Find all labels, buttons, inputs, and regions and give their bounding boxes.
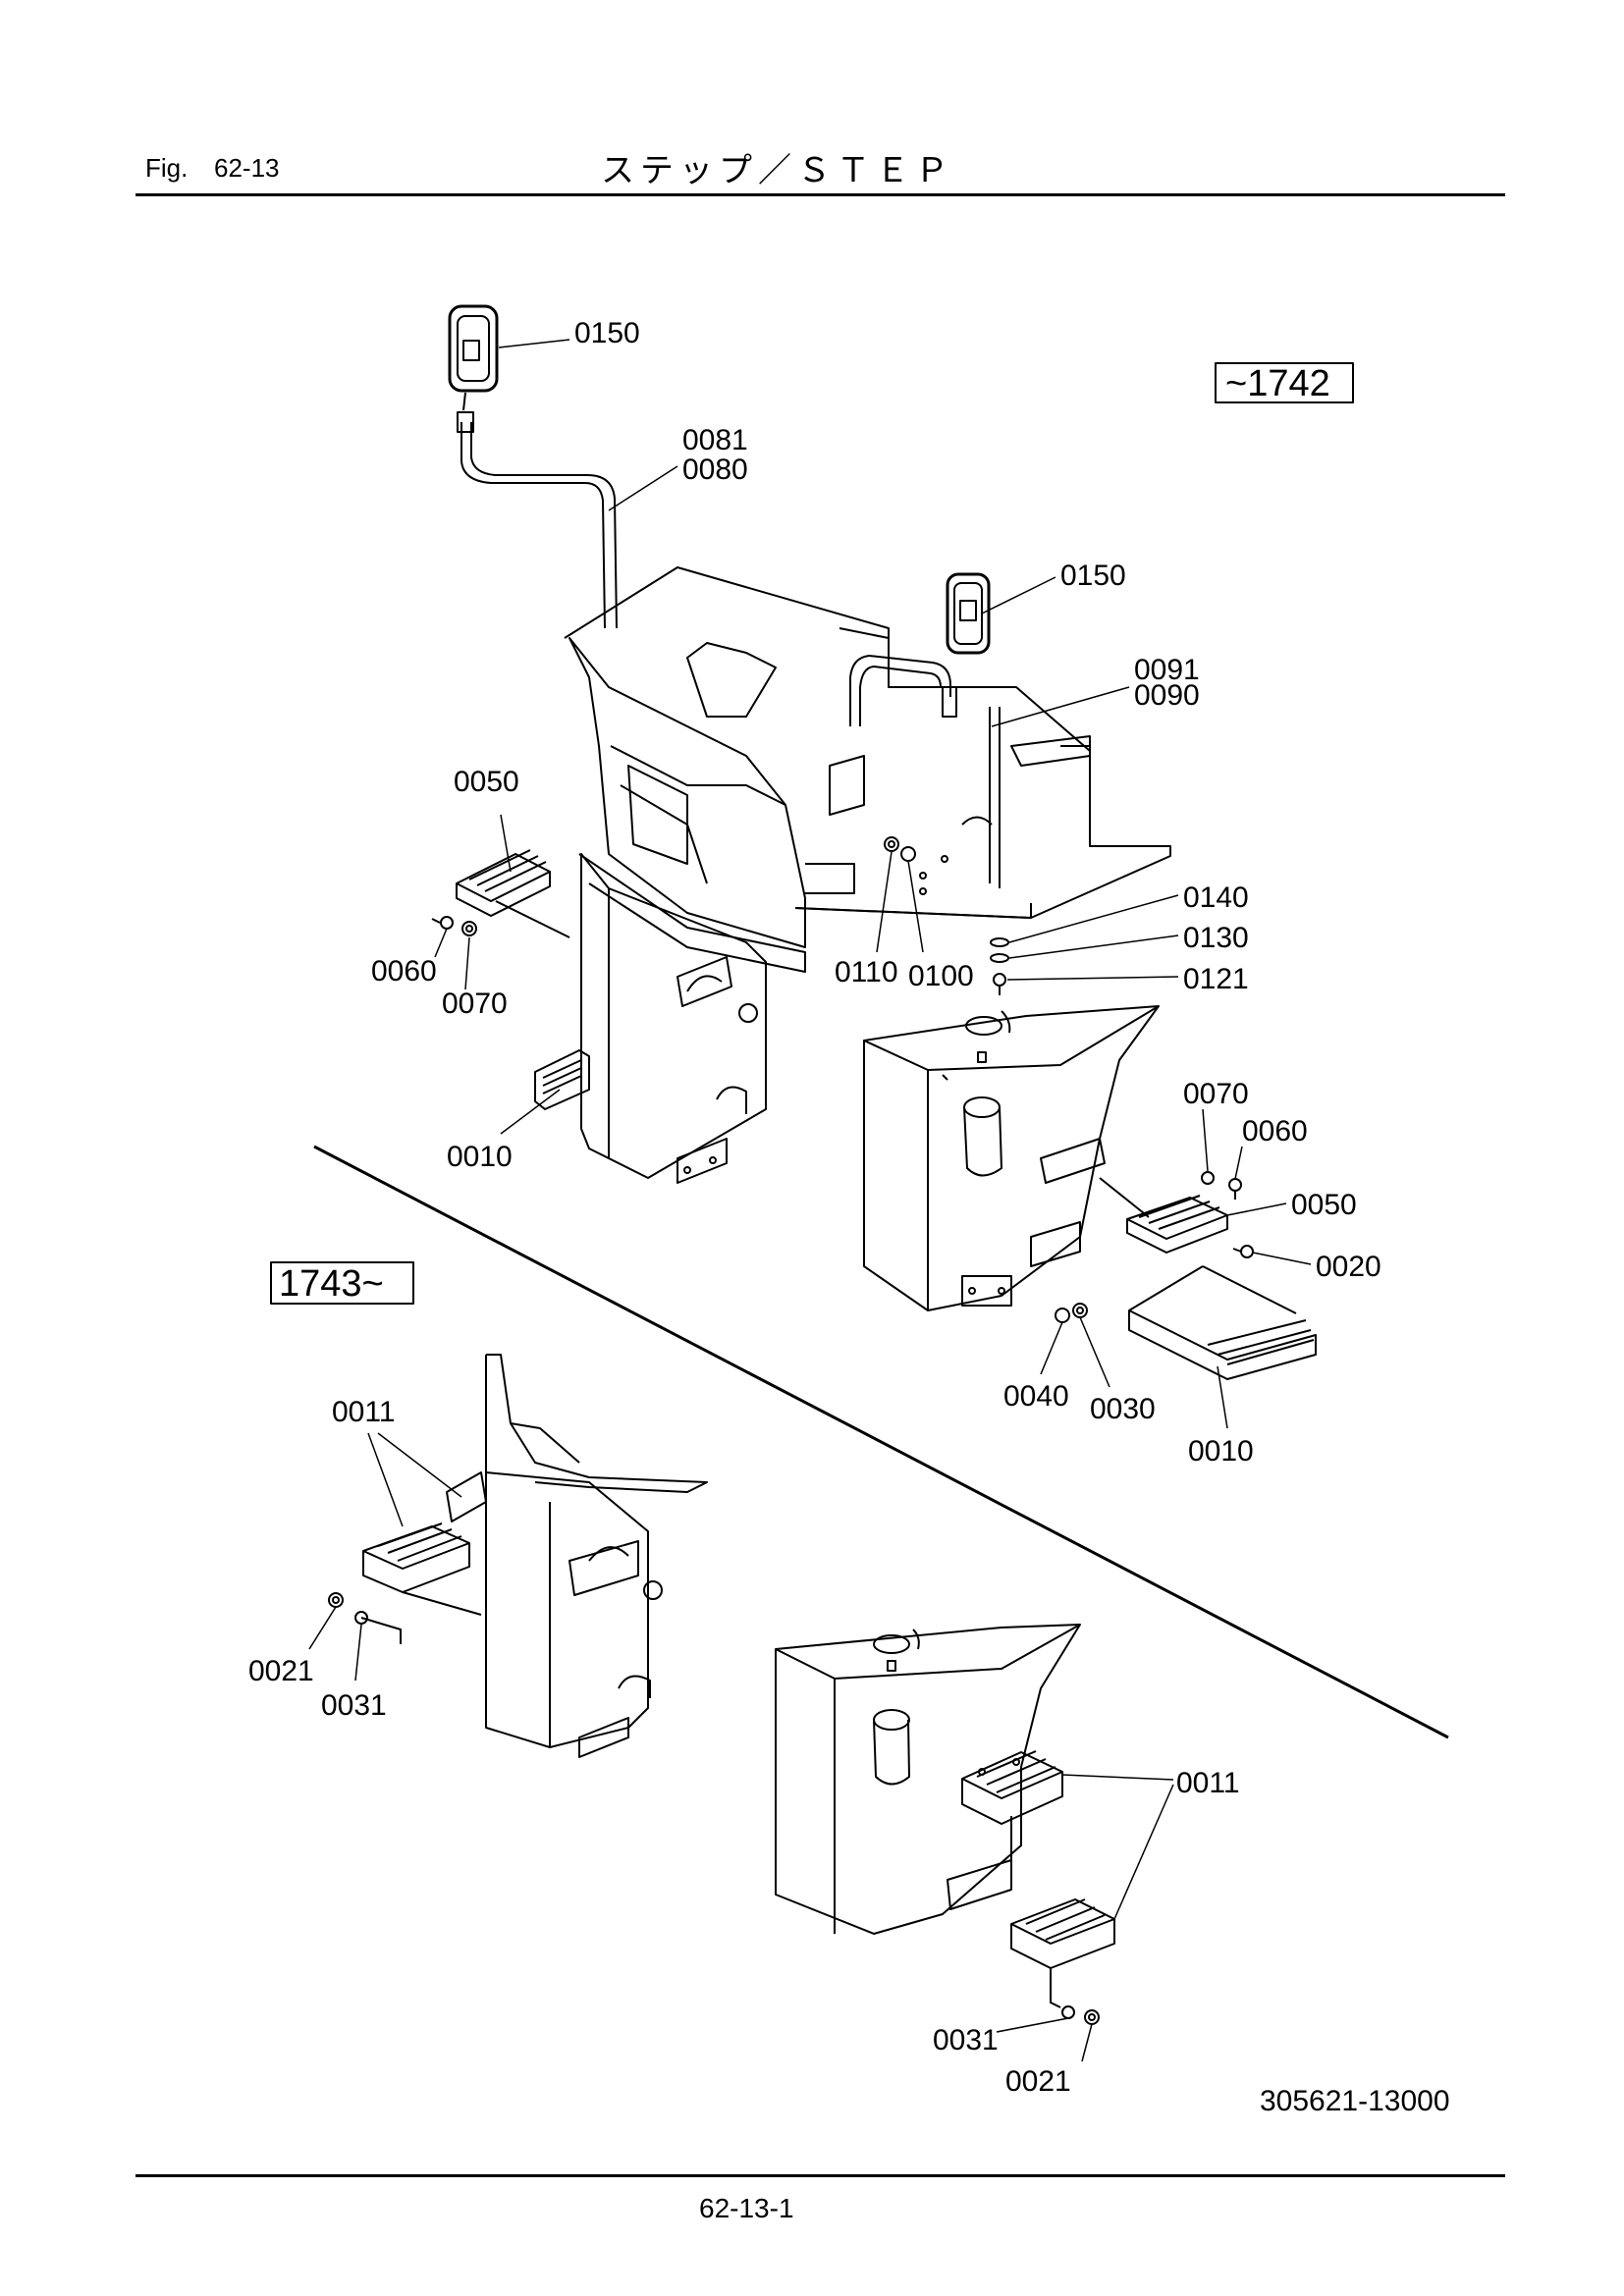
callout-0010: 0010: [1188, 1435, 1254, 1468]
callout-0100: 0100: [908, 960, 974, 992]
callout-0130: 0130: [1183, 922, 1249, 954]
callout-0081: 0081: [682, 424, 748, 456]
front-cowl: [568, 637, 806, 973]
fuel-tank-housing: [863, 1005, 1160, 1311]
lower-left-pillar: [485, 1354, 708, 1758]
callout-0140: 0140: [1183, 881, 1249, 914]
callout-0080: 0080: [682, 454, 748, 486]
callout-0121: 0121: [1183, 963, 1249, 995]
leader-lines: [308, 339, 1312, 2062]
callout-0110: 0110: [835, 956, 898, 988]
callout-0011: 0011: [332, 1396, 396, 1428]
callout-0150: 0150: [1060, 560, 1126, 592]
callout-0090: 0090: [1134, 679, 1200, 712]
callout-0070: 0070: [1183, 1078, 1249, 1110]
page-title: ステップ／ＳＴＥＰ: [601, 152, 954, 189]
callout-0060: 0060: [1242, 1115, 1308, 1148]
callout-0010: 0010: [447, 1141, 513, 1173]
range-upper: ~1742: [1225, 363, 1330, 404]
step-0011-lower-right-lower: [947, 1816, 1115, 2008]
hardware-lower-left: [328, 1592, 402, 1644]
step-0050-left: [456, 849, 570, 938]
handrail-left: [457, 411, 618, 629]
step-0011-lower-right-upper: [961, 1750, 1063, 1825]
bolt-0060-left: [431, 916, 477, 936]
callout-labels: 0150 0081 0080 0150 0091 0090 0050 0060 …: [248, 317, 1381, 2098]
step-0010-left: [534, 1049, 590, 1110]
drawing-number: 305621-13000: [1260, 2085, 1450, 2117]
lower-right-tank: [775, 1624, 1081, 1935]
step-0011-lower-left: [362, 1471, 487, 1616]
callout-0030: 0030: [1090, 1393, 1156, 1425]
hardware-lower-right: [1061, 2005, 1100, 2025]
mirror-left: [448, 304, 499, 411]
callout-0021: 0021: [248, 1655, 314, 1687]
callout-0060: 0060: [371, 955, 437, 988]
step-0010-right: [1128, 1265, 1317, 1380]
handrail-right: [805, 655, 1001, 894]
fig-number: 62-13: [214, 153, 280, 183]
fig-prefix: Fig.: [145, 153, 189, 183]
left-step-pillar: [580, 853, 767, 1184]
range-box-upper: [1215, 362, 1354, 403]
footer-rule: [135, 2174, 1505, 2177]
callout-0031: 0031: [321, 1689, 387, 1722]
callout-0031: 0031: [933, 2024, 999, 2056]
step-0050-right: [1099, 1177, 1228, 1254]
callout-0020: 0020: [1316, 1251, 1381, 1283]
callout-0021: 0021: [1005, 2065, 1071, 2098]
hardware-cluster: [884, 836, 1009, 995]
callout-0091: 0091: [1134, 654, 1200, 686]
callout-0011: 0011: [1176, 1767, 1240, 1799]
header-rule: [135, 193, 1505, 196]
variant-divider: [313, 1145, 1449, 1739]
callout-0050: 0050: [1291, 1189, 1357, 1221]
callout-0070: 0070: [442, 988, 508, 1020]
callout-0040: 0040: [1003, 1380, 1069, 1413]
platform: [564, 566, 1171, 919]
callout-0050: 0050: [454, 766, 519, 798]
range-box-lower: [270, 1261, 414, 1305]
callout-0150: 0150: [574, 317, 640, 349]
page-number: 62-13-1: [699, 2193, 794, 2223]
range-lower: 1743~: [279, 1263, 384, 1305]
